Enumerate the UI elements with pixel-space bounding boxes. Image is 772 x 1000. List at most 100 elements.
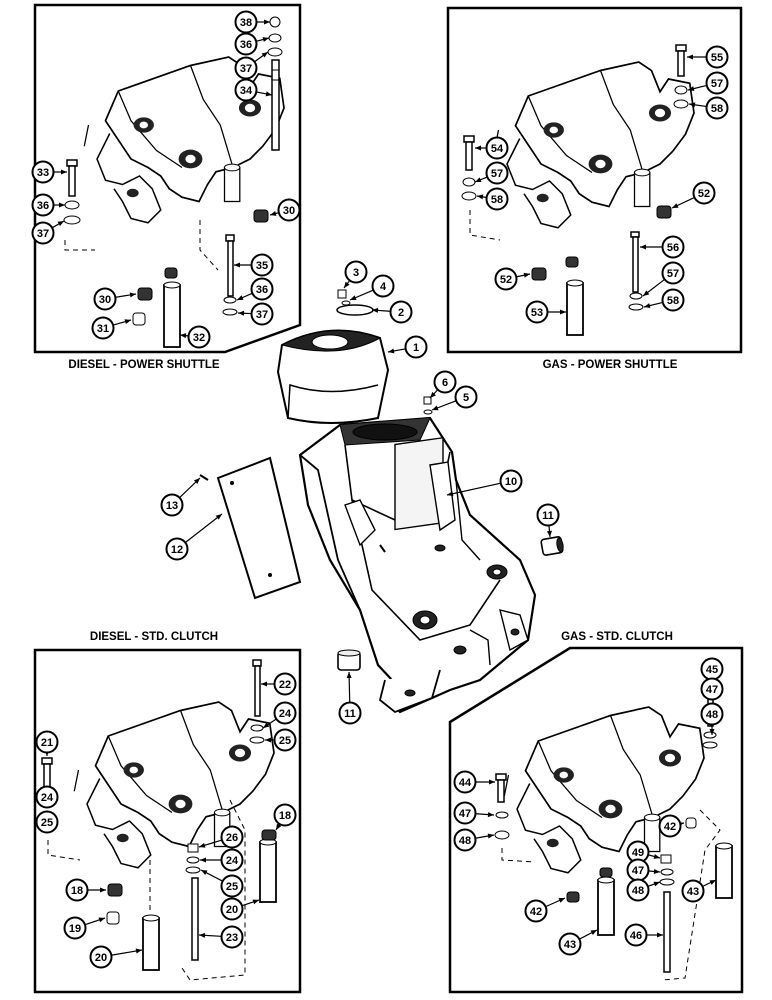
stud-23: [191, 877, 199, 961]
callout-circle: [220, 925, 244, 949]
bolt-56: [630, 231, 640, 293]
leader-arrow: [100, 887, 106, 893]
callout-circle: [453, 770, 477, 794]
screw-6: [423, 396, 432, 405]
bolt-21: [41, 757, 53, 790]
callout-number: 58: [667, 295, 679, 307]
callout-circle: [273, 728, 297, 752]
panel-gas-power-shuttle: [446, 6, 743, 354]
callout-number: 13: [166, 500, 178, 512]
panel-diesel-std-clutch: [33, 648, 302, 994]
callout-circle: [344, 260, 368, 284]
callout-circle: [273, 672, 297, 696]
washer: [268, 33, 282, 43]
panel-border: [446, 6, 743, 354]
leader-arrow: [657, 932, 663, 938]
callout-circle: [220, 825, 244, 849]
callout-s22: 22: [261, 672, 297, 696]
assembly-line: [501, 848, 536, 863]
callout-number: 47: [632, 865, 644, 877]
callout-circle: [661, 288, 685, 312]
leader-arrow: [265, 737, 271, 743]
callout-c12: 12: [165, 513, 223, 561]
leader-arrow: [475, 145, 481, 151]
leader-arrow: [124, 319, 131, 325]
leader-arrow: [487, 833, 494, 839]
callout-circle: [485, 136, 509, 160]
callout-number: 36: [37, 200, 49, 212]
leader-arrow: [644, 303, 651, 309]
callout-c4: 4: [349, 274, 395, 301]
callout-circle: [234, 78, 258, 102]
washer: [702, 741, 718, 749]
callout-circle: [250, 253, 274, 277]
callout-number: 55: [711, 52, 723, 64]
callout-number: 37: [37, 228, 49, 240]
callout-d36b: 36: [31, 193, 65, 217]
callout-number: 25: [226, 881, 238, 893]
callout-number: 1: [413, 342, 419, 354]
bushing-30: [137, 209, 269, 301]
caption-gas-power-shuttle: GAS - POWER SHUTTLE: [543, 359, 678, 371]
washer: [494, 830, 510, 840]
leader-arrow: [98, 917, 105, 923]
leader-arrow: [672, 203, 679, 208]
callout-circle: [250, 302, 274, 326]
bushing-31: [132, 312, 146, 326]
callout-number: 12: [171, 544, 183, 556]
callout-number: 21: [41, 737, 53, 749]
callout-t47b: 47: [453, 801, 495, 825]
washer: [63, 215, 81, 225]
bushing: [565, 256, 579, 268]
callout-number: 52: [500, 274, 512, 286]
callout-g58a: 58: [688, 96, 729, 120]
cover-plate-12: [216, 456, 302, 600]
bolt-22: [252, 659, 262, 717]
callout-number: 5: [463, 392, 469, 404]
callout-circle: [89, 945, 113, 969]
leader-arrow: [252, 899, 259, 905]
callout-number: 26: [226, 832, 238, 844]
callout-circle: [692, 181, 716, 205]
panel-border: [448, 646, 744, 994]
leader-arrow: [215, 514, 222, 520]
callout-number: 54: [491, 143, 504, 155]
leader-arrow: [270, 211, 277, 216]
washer: [185, 866, 201, 874]
callout-circle: [338, 701, 362, 725]
callout-circle: [454, 385, 478, 409]
callout-s20a: 20: [220, 897, 260, 921]
callout-d37a: 37: [234, 51, 269, 80]
cover-1: [276, 329, 390, 424]
callout-number: 33: [37, 167, 49, 179]
callout-circle: [35, 785, 59, 809]
callout-t46: 46: [624, 923, 663, 947]
callout-circle: [234, 32, 258, 56]
pin-53: [566, 279, 584, 336]
callout-number: 6: [442, 377, 448, 389]
callout-circle: [499, 469, 523, 493]
washer: [64, 200, 80, 210]
gasket-2: [336, 304, 374, 316]
callout-d30a: 30: [269, 198, 301, 222]
callout-circle: [626, 878, 650, 902]
bolt-44: [495, 773, 507, 803]
callout-c11a: 11: [536, 503, 560, 538]
callout-d37b: 37: [31, 220, 65, 245]
callout-s19: 19: [63, 916, 106, 940]
callout-c3: 3: [343, 260, 368, 289]
callout-circle: [661, 235, 685, 259]
callout-number: 43: [564, 939, 576, 951]
bushing-42: [566, 891, 580, 903]
callout-d34: 34: [234, 78, 273, 102]
callout-d38: 38: [234, 10, 270, 34]
callout-number: 18: [279, 810, 291, 822]
callout-number: 20: [226, 904, 238, 916]
leader-arrow: [687, 54, 693, 60]
callout-t48b: 48: [453, 828, 495, 852]
callout-circle: [160, 493, 184, 517]
assembly-line: [179, 799, 246, 981]
callout-circle: [31, 193, 55, 217]
callout-circle: [31, 160, 55, 184]
callout-d30b: 30: [93, 287, 137, 311]
